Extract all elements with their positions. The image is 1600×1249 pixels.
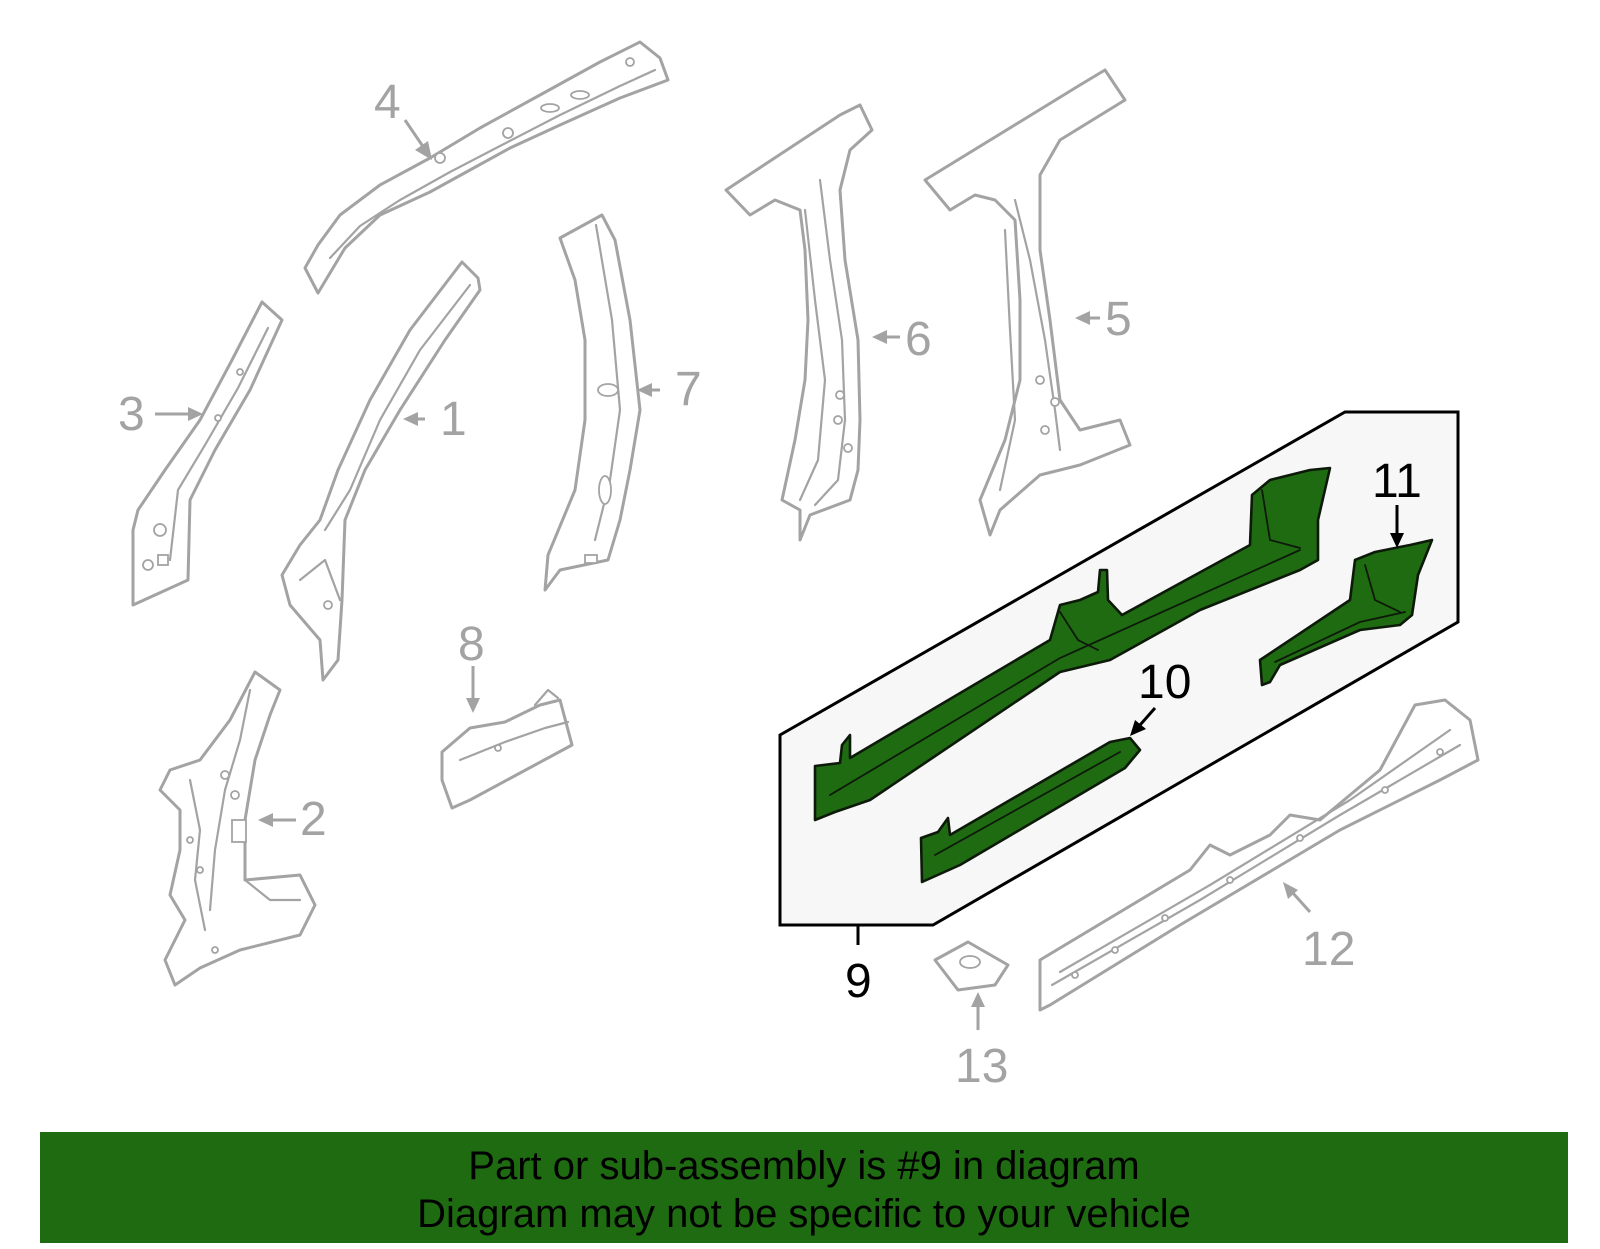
banner-line-1: Part or sub-assembly is #9 in diagram [468, 1144, 1140, 1188]
part-10-lower-sill [919, 736, 1142, 884]
callout-2: 2 [300, 793, 327, 846]
callout-8: 8 [458, 618, 485, 671]
callout-6: 6 [905, 313, 932, 366]
banner-line-2: Diagram may not be specific to your vehi… [417, 1192, 1191, 1236]
part-13-nut-plate [933, 940, 1010, 992]
callout-7: 7 [675, 363, 702, 416]
assembly-9-upper-rail [813, 466, 1332, 822]
part-7-b-pillar-reinforcement [543, 213, 642, 592]
assembly-9-group-box [778, 410, 1460, 927]
callout-12: 12 [1302, 923, 1355, 976]
part-8-bracket [440, 688, 574, 810]
part-2-hinge-pillar [158, 670, 317, 987]
callout-4: 4 [374, 76, 401, 129]
callout-13: 13 [955, 1040, 1008, 1093]
callout-5: 5 [1105, 293, 1132, 346]
callout-10: 10 [1138, 656, 1191, 709]
part-3-a-pillar-inner [131, 300, 284, 607]
part-5-b-pillar-inner [923, 68, 1132, 537]
callout-11: 11 [1372, 455, 1422, 508]
info-banner: Part or sub-assembly is #9 in diagram Di… [40, 1132, 1568, 1243]
part-1-a-pillar-outer [280, 260, 482, 682]
part-12-rocker-panel [1038, 698, 1480, 1012]
callout-3: 3 [118, 388, 145, 441]
part-6-b-pillar-outer [724, 103, 874, 542]
callout-9: 9 [845, 955, 872, 1008]
part-11-rear-sill [1258, 538, 1434, 687]
leader-lines [155, 119, 1404, 1030]
callout-numbers: 4 3 1 7 6 5 2 8 9 10 11 12 13 [118, 76, 1422, 1093]
part-4-roof-rail [303, 40, 670, 295]
callout-1: 1 [440, 393, 467, 446]
